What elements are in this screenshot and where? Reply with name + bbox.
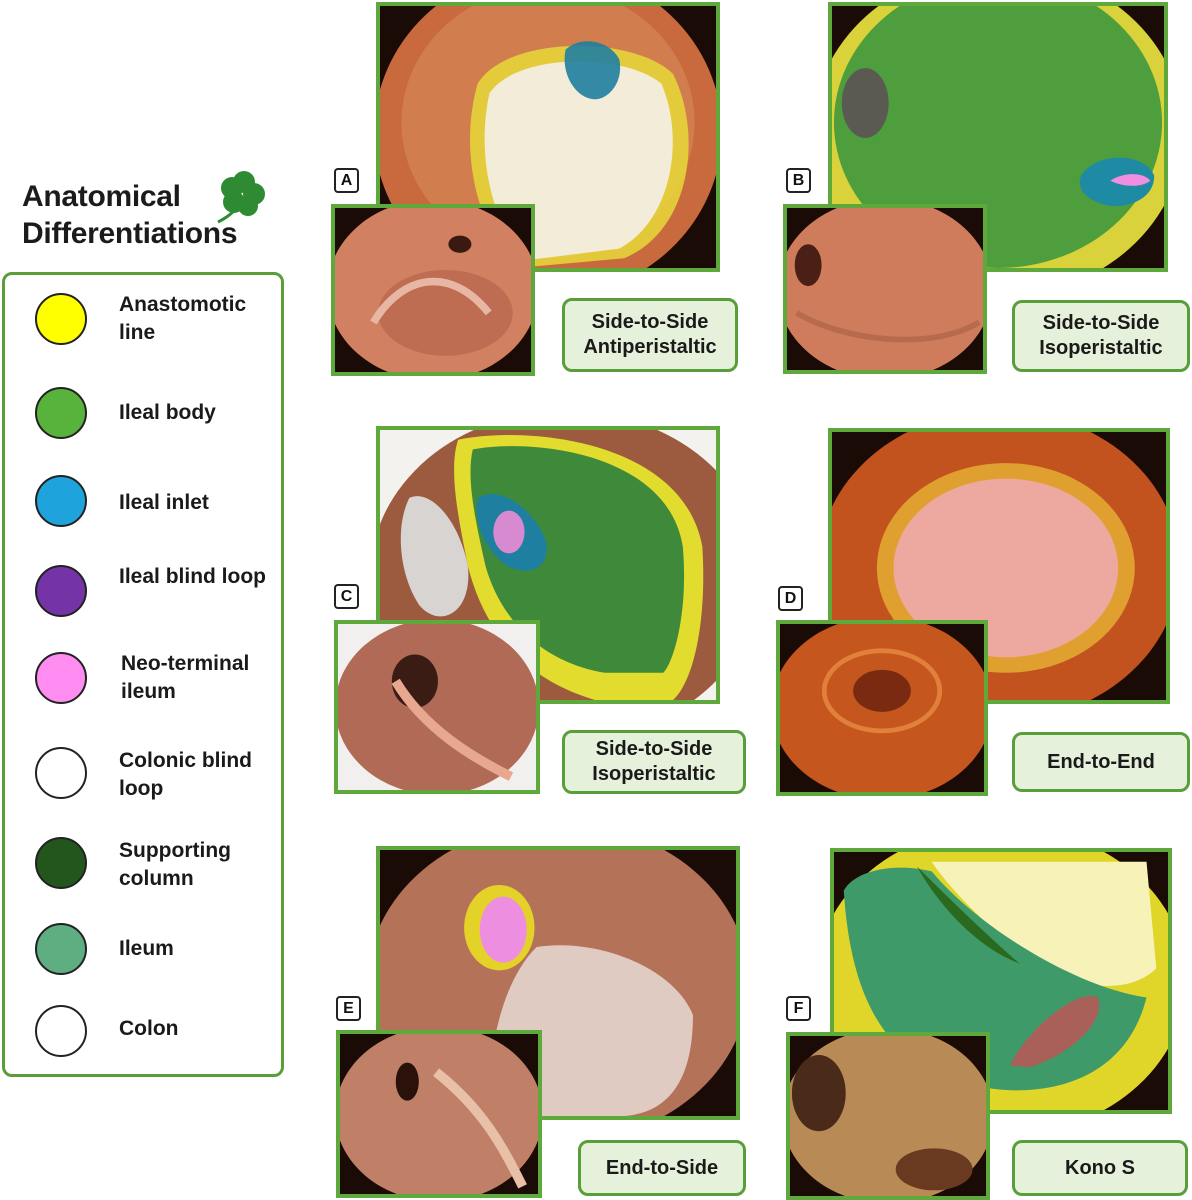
legend-label: Ileal body bbox=[119, 401, 216, 424]
legend-label: Supporting column bbox=[119, 839, 231, 890]
legend-label: Neo-terminal ileum bbox=[121, 652, 250, 703]
panel-a-inset-image bbox=[331, 204, 535, 376]
legend-item-ileal-inlet: Ileal inlet bbox=[5, 475, 285, 545]
legend-label: Colon bbox=[119, 1017, 179, 1040]
legend-swatch bbox=[35, 387, 87, 439]
legend-swatch bbox=[35, 923, 87, 975]
legend-swatch bbox=[35, 747, 87, 799]
panel-b-inset-image bbox=[783, 204, 987, 374]
title-line-2: Differentiations bbox=[22, 217, 238, 250]
panel-b-label: Side-to-Side Isoperistaltic bbox=[1012, 300, 1190, 372]
panel-c-inset-image bbox=[334, 620, 540, 794]
page-title: Anatomical Differentiations bbox=[22, 178, 238, 252]
legend-label: Colonic blind loop bbox=[119, 749, 252, 800]
legend-label: Ileum bbox=[119, 937, 174, 960]
title-line-1: Anatomical bbox=[22, 180, 181, 213]
panel-e-letter: E bbox=[336, 996, 361, 1021]
panel-a-main-image bbox=[376, 2, 720, 272]
legend-item-ileum: Ileum bbox=[5, 923, 285, 993]
legend-item-ileal-body: Ileal body bbox=[5, 385, 285, 455]
panel-a-letter: A bbox=[334, 168, 359, 193]
legend-swatch bbox=[35, 837, 87, 889]
panel-d-inset-image bbox=[776, 620, 988, 796]
panel-c-letter: C bbox=[334, 584, 359, 609]
legend-swatch bbox=[35, 1005, 87, 1057]
panel-f-label: Kono S bbox=[1012, 1140, 1188, 1196]
panel-c-label: Side-to-Side Isoperistaltic bbox=[562, 730, 746, 794]
panel-f-letter: F bbox=[786, 996, 811, 1021]
legend-swatch bbox=[35, 652, 87, 704]
legend-box: Anastomotic line Ileal body Ileal inlet … bbox=[2, 272, 284, 1077]
legend-item-ileal-blind-loop: Ileal blind loop bbox=[5, 563, 285, 633]
legend-label: Anastomotic line bbox=[119, 293, 247, 344]
legend-item-colonic-blind-loop: Colonic blind loop bbox=[5, 747, 285, 817]
panel-e-inset-image bbox=[336, 1030, 542, 1198]
panel-b-letter: B bbox=[786, 168, 811, 193]
panel-d-letter: D bbox=[778, 586, 803, 611]
legend-label: Ileal inlet bbox=[119, 491, 209, 514]
legend-item-supporting-column: Supporting column bbox=[5, 837, 285, 907]
legend-swatch bbox=[35, 475, 87, 527]
panel-a-label: Side-to-Side Antiperistaltic bbox=[562, 298, 738, 372]
legend-swatch bbox=[35, 565, 87, 617]
legend-item-neo-terminal-ileum: Neo-terminal ileum bbox=[5, 652, 285, 722]
legend-label: Ileal blind loop bbox=[119, 565, 266, 588]
panel-b-main-image bbox=[828, 2, 1168, 272]
legend-item-colon: Colon bbox=[5, 1005, 285, 1075]
legend-swatch bbox=[35, 293, 87, 345]
panel-f-inset-image bbox=[786, 1032, 990, 1200]
panel-d-label: End-to-End bbox=[1012, 732, 1190, 792]
panel-e-label: End-to-Side bbox=[578, 1140, 746, 1196]
legend-item-anastomotic-line: Anastomotic line bbox=[5, 291, 285, 361]
shamrock-icon bbox=[217, 171, 265, 224]
